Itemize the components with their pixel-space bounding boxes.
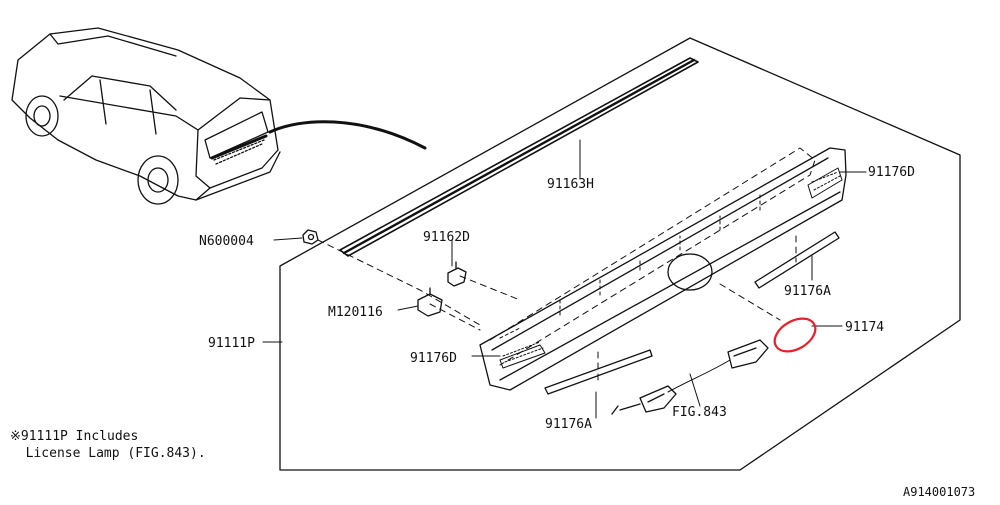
footnote-line-1: ※91111P Includes [10, 429, 139, 444]
license-lamp-fig843 [611, 339, 769, 415]
callout-91111p: 91111P [208, 336, 255, 351]
callout-m120116: M120116 [328, 305, 383, 320]
callout-91174: 91174 [845, 320, 884, 335]
assembly-guide-lines [317, 159, 797, 381]
vehicle-illustration [11, 27, 281, 205]
callout-leaders [262, 139, 867, 419]
callout-91162d: 91162D [423, 230, 470, 245]
callout-91176d-left: 91176D [410, 351, 457, 366]
callout-91176d-right: 91176D [868, 165, 915, 180]
document-id: A914001073 [903, 485, 976, 499]
part-91162d-clip [447, 261, 467, 287]
part-91111p [479, 147, 847, 391]
part-91176a-bottom [544, 349, 653, 395]
part-n600004-nut [302, 229, 319, 245]
part-91174-seal-highlight [773, 317, 817, 353]
callout-91163h: 91163H [547, 177, 594, 192]
exploded-view-frame [279, 37, 961, 471]
part-91163h [339, 57, 699, 257]
footnote-line-2: License Lamp (FIG.843). [10, 446, 206, 461]
part-91176a-right [754, 231, 840, 289]
callout-91176a-bottom: 91176A [545, 417, 592, 432]
footnote: ※91111P Includes License Lamp (FIG.843). [10, 428, 206, 462]
vehicle-leader-line [268, 120, 427, 150]
callout-n600004: N600004 [199, 234, 254, 249]
callout-fig843: FIG.843 [672, 405, 727, 420]
part-m120116-screw [417, 287, 443, 317]
callout-91176a-right: 91176A [784, 284, 831, 299]
